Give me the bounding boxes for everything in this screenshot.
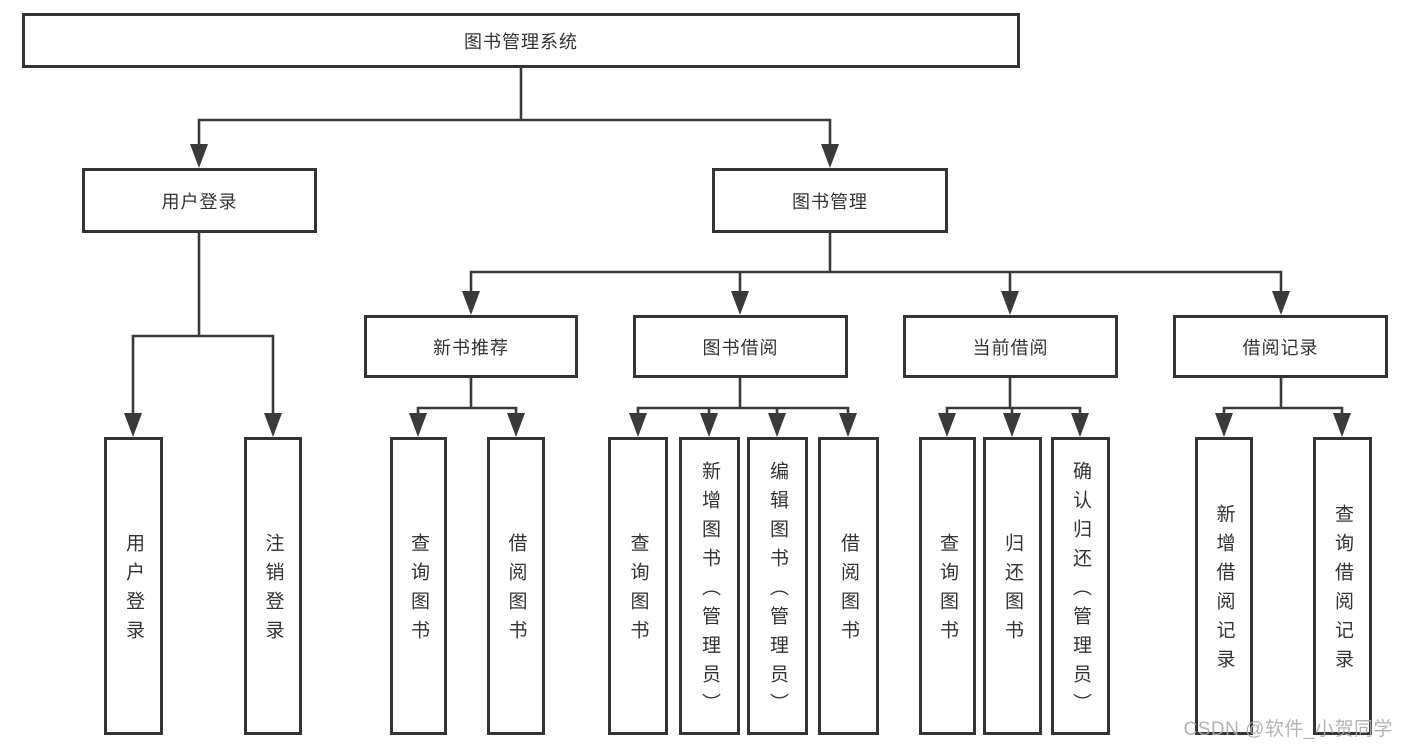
leaf-edit-books-admin: 编辑图书（管理员） <box>747 437 808 735</box>
connector-bookmgmt-to-level3 <box>462 233 1290 315</box>
node-label: 新增图书（管理员） <box>699 460 720 722</box>
csdn-watermark: CSDN @软件_小贺同学 <box>1183 719 1393 740</box>
node-label: 用户登录 <box>123 533 144 649</box>
node-new-book-recommend: 新书推荐 <box>364 315 578 378</box>
node-label: 查询借阅记录 <box>1332 504 1353 678</box>
leaf-borrow-borrow-books: 借阅图书 <box>818 437 879 735</box>
leaf-query-borrow-record: 查询借阅记录 <box>1313 437 1372 735</box>
node-label: 查询图书 <box>408 533 429 649</box>
leaf-logout: 注销登录 <box>244 437 302 735</box>
connector-root-to-level2 <box>190 68 839 168</box>
leaf-add-books-admin: 新增图书（管理员） <box>679 437 740 735</box>
node-label: 确认归还（管理员） <box>1070 460 1091 722</box>
connector-borrowrecords-to-leaves <box>1215 378 1351 437</box>
node-label: 借阅图书 <box>838 533 859 649</box>
leaf-confirm-return-admin: 确认归还（管理员） <box>1051 437 1110 735</box>
leaf-newbooks-query-books: 查询图书 <box>390 437 447 735</box>
node-book-management-branch: 图书管理 <box>712 168 948 233</box>
node-label: 当前借阅 <box>972 337 1049 358</box>
connector-bookborrow-to-leaves <box>629 378 857 437</box>
leaf-current-query-books: 查询图书 <box>919 437 976 735</box>
leaf-user-login: 用户登录 <box>104 437 163 735</box>
node-book-borrowing: 图书借阅 <box>633 315 848 378</box>
node-label: 注销登录 <box>262 533 284 649</box>
node-label: 图书借阅 <box>702 337 779 358</box>
node-current-borrowing: 当前借阅 <box>903 315 1118 378</box>
node-user-login-branch: 用户登录 <box>82 168 317 233</box>
node-borrowing-records: 借阅记录 <box>1173 315 1388 378</box>
connector-userlogin-to-leaves <box>124 233 282 437</box>
node-label: 编辑图书（管理员） <box>767 460 788 722</box>
leaf-return-books: 归还图书 <box>983 437 1042 735</box>
leaf-add-borrow-record: 新增借阅记录 <box>1195 437 1253 735</box>
node-label: 用户登录 <box>161 191 238 212</box>
node-label: 归还图书 <box>1002 533 1023 649</box>
connector-currentborrow-to-leaves <box>938 378 1089 437</box>
leaf-borrow-query-books: 查询图书 <box>608 437 668 735</box>
node-label: 借阅记录 <box>1242 337 1319 358</box>
node-label: 查询图书 <box>627 533 649 649</box>
leaf-newbooks-borrow-books: 借阅图书 <box>487 437 545 735</box>
node-label: 查询图书 <box>937 533 958 649</box>
node-label: 新书推荐 <box>433 337 509 358</box>
node-library-management-system: 图书管理系统 <box>22 13 1020 68</box>
node-label: 图书管理系统 <box>464 31 578 52</box>
node-label: 借阅图书 <box>505 533 527 649</box>
connector-newbooks-to-leaves <box>409 378 525 437</box>
node-label: 图书管理 <box>792 191 868 212</box>
node-label: 新增借阅记录 <box>1213 504 1235 678</box>
